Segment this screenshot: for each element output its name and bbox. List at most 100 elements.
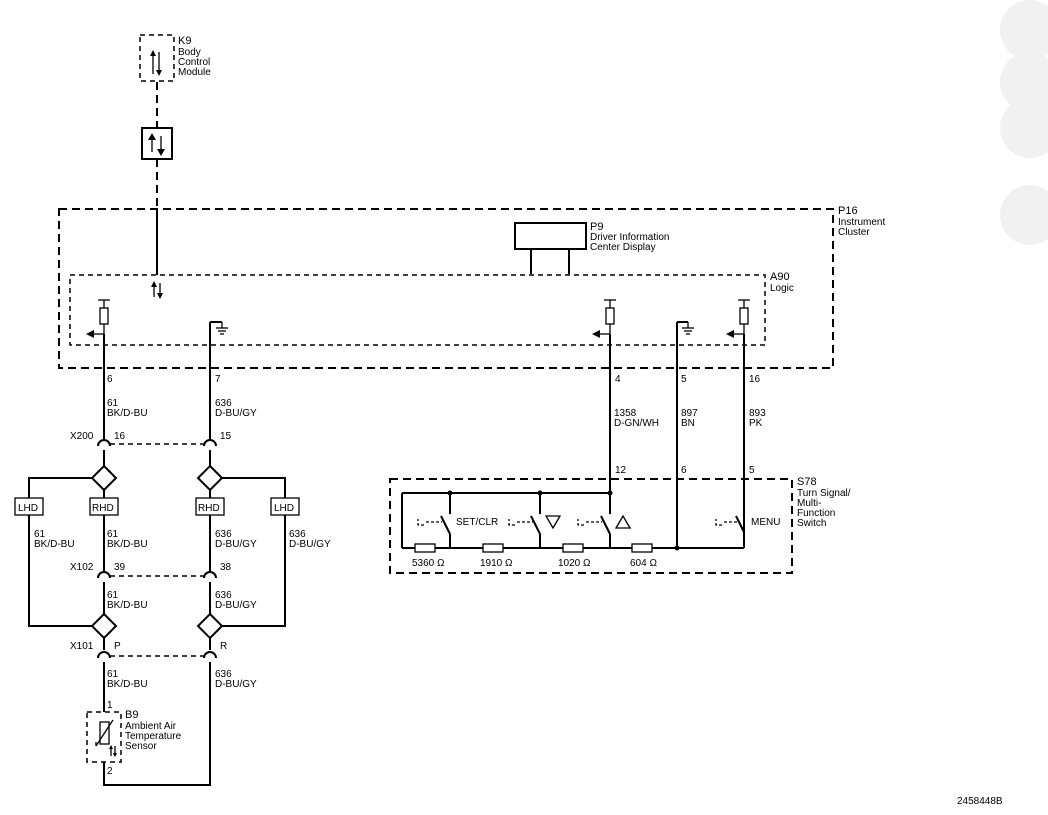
pin-p16-6: 6: [107, 374, 113, 385]
s78-desc-1: Turn Signal/: [797, 488, 851, 499]
wire-rhd-636-circuit: 636: [215, 529, 232, 540]
x102-pin-38: 38: [220, 562, 232, 573]
wire-lhd-636-circuit: 636: [289, 529, 306, 540]
resistor-5360-label: 5360 Ω: [412, 558, 445, 569]
wire-bot-61-circuit: 61: [107, 669, 119, 680]
s78-desc-4: Switch: [797, 518, 826, 529]
k9-desc-1: Body: [178, 47, 201, 58]
k9-desc-2: Control: [178, 57, 210, 68]
wire-top-636-circuit: 636: [215, 398, 232, 409]
wire-rhd-636-color: D-BU/GY: [215, 539, 257, 550]
wire-897-color: BN: [681, 418, 695, 429]
connector-x102: X102 39 38: [70, 562, 232, 579]
wire-mid-61-circuit: 61: [107, 590, 119, 601]
s78-desc-3: Function: [797, 508, 835, 519]
switch-up: [577, 510, 632, 548]
p16-instrument-cluster: P16 Instrument Cluster: [58, 205, 885, 369]
k9-body-control-module: K9 Body Control Module: [139, 34, 211, 82]
resistor-1020-label: 1020 Ω: [558, 558, 591, 569]
x101-ref: X101: [70, 641, 94, 652]
branch-wires-lower: [28, 515, 286, 627]
wire-bot-636-circuit: 636: [215, 669, 232, 680]
option-lhd-61: LHD: [14, 497, 44, 516]
x200-ref: X200: [70, 431, 94, 442]
resistor-1910: [482, 543, 504, 553]
b9-desc-3: Sensor: [125, 741, 157, 752]
p9-ref: P9: [590, 221, 603, 233]
x200-pin-16: 16: [114, 431, 126, 442]
wire-893-color: PK: [749, 418, 763, 429]
resistor-604-label: 604 Ω: [630, 558, 657, 569]
s78-turn-signal-multifunction-switch: S78 Turn Signal/ Multi- Function Switch: [389, 476, 851, 574]
x102-pin-39: 39: [114, 562, 126, 573]
splice-636-upper: [196, 464, 224, 492]
wire-top-61-circuit: 61: [107, 398, 119, 409]
p9-desc-1: Driver Information: [590, 232, 669, 243]
down-triangle-icon: [544, 515, 562, 530]
pin-p16-4: 4: [615, 374, 621, 385]
wire-lhd-61-color: BK/D-BU: [34, 539, 75, 550]
pin-b9-2: 2: [107, 766, 113, 777]
up-triangle-icon: [614, 514, 632, 529]
pin-b9-1: 1: [107, 700, 113, 711]
switch-menu: MENU: [677, 515, 780, 549]
edge-marks: [1000, 0, 1048, 245]
svg-text:LHD: LHD: [274, 503, 294, 514]
x102-ref: X102: [70, 562, 94, 573]
connector-x200: X200 16 15: [70, 431, 232, 447]
b9-desc-1: Ambient Air: [125, 721, 177, 732]
resistor-5360: [414, 543, 436, 553]
wire-1358-color: D-GN/WH: [614, 418, 659, 429]
wire-1358-circuit: 1358: [614, 408, 637, 419]
pin-p16-5: 5: [681, 374, 687, 385]
wire-mid-61-color: BK/D-BU: [107, 600, 148, 611]
wire-bot-636-color: D-BU/GY: [215, 679, 257, 690]
pin-p16-7: 7: [215, 374, 221, 385]
option-lhd-636: LHD: [270, 497, 300, 516]
s78-ref: S78: [797, 476, 817, 488]
switch-network-wiring: [401, 490, 680, 551]
ground-icon-pin7: [210, 321, 228, 335]
pin-s78-12: 12: [615, 465, 627, 476]
ground-icon-pin5: [677, 321, 694, 335]
pin-s78-6: 6: [681, 465, 687, 476]
b9-ref: B9: [125, 709, 138, 721]
resistor-1020: [562, 543, 584, 553]
switch-set-clr-label: SET/CLR: [456, 517, 498, 528]
x200-pin-15: 15: [220, 431, 232, 442]
x101-pin-r: R: [220, 641, 227, 652]
data-arrows-icon: [150, 50, 162, 76]
wire-bot-61-color: BK/D-BU: [107, 679, 148, 690]
option-rhd-61: RHD: [89, 497, 119, 516]
svg-text:RHD: RHD: [198, 503, 220, 514]
wire-top-61-color: BK/D-BU: [107, 408, 148, 419]
wire-rhd-61-circuit: 61: [107, 529, 119, 540]
wire-636-to-b9: [103, 662, 211, 786]
wire-top-636-color: D-BU/GY: [215, 408, 257, 419]
s78-desc-2: Multi-: [797, 498, 821, 509]
a90-ref: A90: [770, 271, 790, 283]
p16-ref: P16: [838, 205, 858, 217]
p9-driver-information-display: P9 Driver Information Center Display: [514, 221, 669, 274]
svg-text:RHD: RHD: [92, 503, 114, 514]
wire-mid-636-color: D-BU/GY: [215, 600, 257, 611]
wire-mid-636-circuit: 636: [215, 590, 232, 601]
wire-rhd-61-color: BK/D-BU: [107, 539, 148, 550]
a90-logic: A90 Logic: [69, 271, 794, 346]
wire-lhd-636-color: D-BU/GY: [289, 539, 331, 550]
splice-636-lower: [196, 612, 224, 640]
x101-pin-p: P: [114, 641, 121, 652]
pull-up-input-pin4: [592, 299, 616, 338]
a90-desc-1: Logic: [770, 283, 794, 294]
k9-ref: K9: [178, 35, 191, 47]
pin-p16-16: 16: [749, 374, 761, 385]
document-id: 2458448B: [957, 796, 1003, 807]
splice-61-lower: [90, 612, 118, 640]
svg-text:LHD: LHD: [18, 503, 38, 514]
p16-desc-2: Cluster: [838, 227, 870, 238]
p16-desc-1: Instrument: [838, 217, 885, 228]
wire-893-circuit: 893: [749, 408, 766, 419]
p9-desc-2: Center Display: [590, 242, 656, 253]
pull-up-input-pin6: [86, 299, 110, 338]
